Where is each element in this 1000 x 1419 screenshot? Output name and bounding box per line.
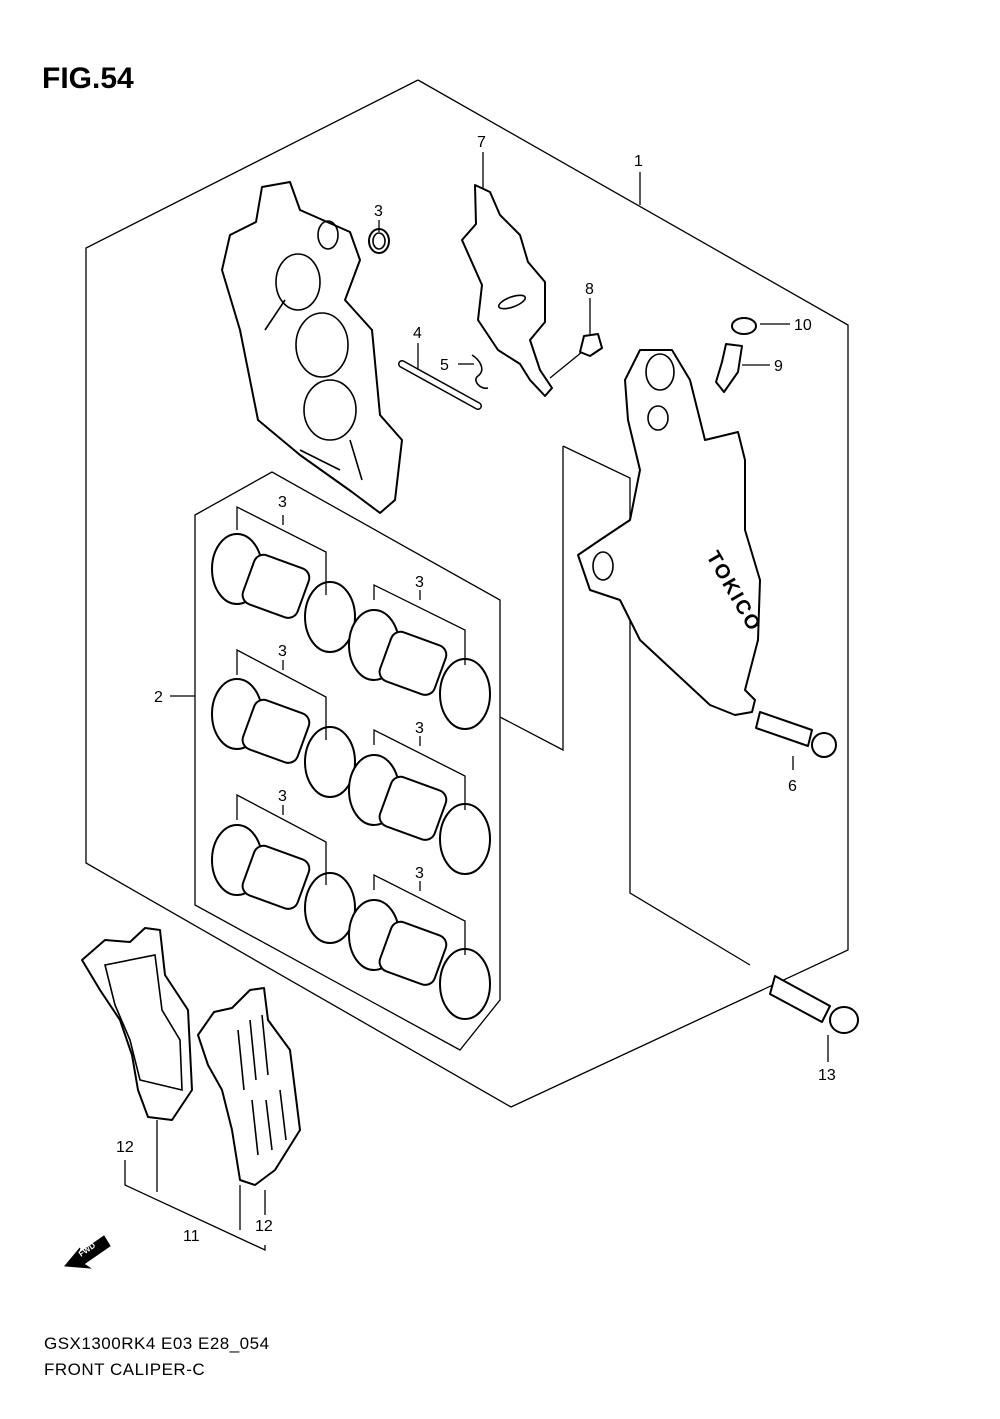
piston-set-6 (348, 899, 491, 1020)
part-10-bleeder-cap (731, 317, 757, 335)
callout-3: 3 (415, 720, 424, 737)
callout-12: 12 (255, 1218, 273, 1235)
piston-set-3 (211, 678, 356, 798)
leader-lines (170, 152, 829, 1062)
fwd-arrow-icon: FWD (63, 1235, 111, 1269)
part-6-caliper-bolt (755, 711, 837, 758)
part-8-screw (579, 333, 603, 357)
callout-3: 3 (278, 494, 287, 511)
callout-6: 6 (788, 778, 797, 795)
callout-3: 3 (415, 574, 424, 591)
right-caliper-half: TOKICO (577, 349, 765, 716)
diagram-name: FRONT CALIPER-C (44, 1360, 206, 1379)
callout-12: 12 (116, 1139, 134, 1156)
callout-3: 3 (374, 203, 383, 220)
figure-title: FIG.54 (42, 62, 134, 95)
piston-set-1 (211, 533, 356, 653)
callout-13: 13 (818, 1067, 836, 1084)
callout-4: 4 (413, 325, 422, 342)
part-12-brake-pad-rear (197, 987, 301, 1186)
left-caliper-half (221, 181, 403, 514)
part-12-brake-pad-front (81, 927, 193, 1121)
callout-7: 7 (477, 134, 486, 151)
callout-9: 9 (774, 358, 783, 375)
seal-kit-panel (194, 471, 501, 1051)
callout-labels: 1 2 3 3 3 3 3 3 3 3 4 5 6 7 8 9 10 11 12… (116, 134, 836, 1245)
callout-8: 8 (585, 281, 594, 298)
pad-group-lines (124, 1160, 266, 1252)
part-13-mounting-bolt (769, 975, 859, 1034)
callout-3: 3 (415, 865, 424, 882)
piston-set-5 (211, 824, 356, 944)
callout-10: 10 (794, 317, 812, 334)
piston-seal-sets (211, 533, 491, 1020)
part-5-pin-clip (471, 354, 489, 390)
piston-set-2 (348, 609, 491, 730)
seal-group-connector (499, 446, 564, 752)
callout-5: 5 (440, 357, 449, 374)
callout-3: 3 (278, 788, 287, 805)
part-9-bleeder-valve (715, 343, 743, 393)
part-4-pad-pin (398, 360, 482, 410)
callout-2: 2 (154, 689, 163, 706)
piston-set-4 (348, 754, 491, 875)
callout-3: 3 (278, 643, 287, 660)
caliper-group-boundary (562, 445, 751, 966)
callout-1: 1 (634, 153, 643, 170)
piston-callout-brackets (236, 505, 466, 955)
part-7-pad-spring (461, 184, 553, 397)
callout-11: 11 (183, 1228, 200, 1245)
model-code: GSX1300RK4 E03 E28_054 (44, 1334, 270, 1353)
assembly-boundary (85, 79, 849, 1108)
